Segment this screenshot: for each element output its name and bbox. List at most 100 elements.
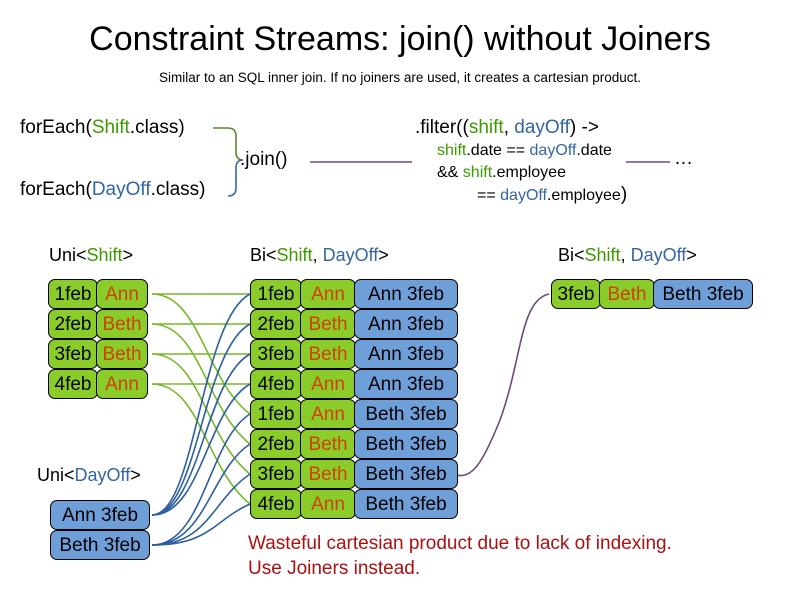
table-row[interactable]: 1feb Ann — [48, 279, 148, 309]
shift-employee: Beth — [300, 429, 356, 459]
caption-bi-middle-post: > — [378, 245, 389, 265]
filter-param-dayoff: dayOff — [514, 117, 570, 138]
shift-employee: Ann — [300, 489, 356, 519]
table-row[interactable]: Beth 3feb — [50, 530, 150, 560]
page-subtitle: Similar to an SQL inner join. If no join… — [159, 70, 641, 85]
caption-uni-dayoff-post: > — [130, 465, 141, 485]
foreach-shift-suffix: .class) — [129, 117, 185, 138]
code-foreach-dayoff: forEach(DayOff.class) — [20, 180, 206, 199]
shift-date: 3feb — [250, 459, 302, 489]
shift-date: 3feb — [551, 279, 601, 309]
caption-uni-dayoff-type: DayOff — [74, 465, 131, 485]
shift-employee: Ann — [300, 369, 356, 399]
caption-uni-shift-pre: Uni< — [49, 245, 87, 265]
filter-close-paren: ) — [620, 184, 628, 205]
table-row[interactable]: 3feb Beth Beth 3feb — [551, 279, 753, 309]
filter-line-3: && shift.employee — [415, 162, 627, 184]
filter-line-4: == dayOff.employee) — [415, 184, 627, 207]
shift-employee: Beth — [300, 309, 356, 339]
filter-and-operator: && — [437, 164, 463, 181]
table-row[interactable]: 3feb Beth Beth 3feb — [250, 459, 458, 489]
shift-employee: Beth — [300, 339, 356, 369]
filter-shift-ref-2: shift — [462, 164, 493, 181]
table-row[interactable]: 3feb Beth — [48, 339, 148, 369]
code-foreach-shift: forEach(Shift.class) — [20, 118, 185, 137]
filter-lambda-arrow: ) -> — [569, 117, 599, 138]
filter-eq-operator: == — [477, 187, 501, 204]
caption-uni-dayoff-pre: Uni< — [37, 465, 75, 485]
filter-shift-ref-1: shift — [437, 142, 467, 159]
filter-shift-employee: .employee — [492, 164, 566, 181]
caption-bi-right-type-b: DayOff — [630, 245, 687, 265]
shift-employee: Ann — [96, 279, 148, 309]
table-row[interactable]: Ann 3feb — [50, 500, 150, 530]
filter-dayoff-date: .date — [576, 142, 612, 159]
table-row[interactable]: 1feb Ann Ann 3feb — [250, 279, 458, 309]
dayoff-fact: Ann 3feb — [354, 369, 458, 399]
filter-dayoff-employee: .employee — [546, 187, 621, 204]
filter-prefix: .filter(( — [415, 117, 469, 138]
foreach-dayoff-suffix: .class) — [150, 179, 206, 200]
caption-bi-right: Bi<Shift, DayOff> — [558, 245, 697, 266]
filter-date-eq: .date == — [466, 142, 530, 159]
caption-uni-dayoff: Uni<DayOff> — [37, 465, 141, 486]
caption-bi-middle-type-a: Shift — [276, 245, 313, 265]
filter-line-1: .filter((shift, dayOff) -> — [415, 117, 599, 138]
caption-bi-middle-comma: , — [312, 245, 323, 265]
shift-date: 4feb — [250, 369, 302, 399]
shift-date: 4feb — [48, 369, 98, 399]
caption-bi-right-post: > — [686, 245, 697, 265]
caption-bi-right-type-a: Shift — [584, 245, 621, 265]
warning-line-2: Use Joiners instead. — [248, 558, 421, 579]
dayoff-fact: Ann 3feb — [354, 309, 458, 339]
table-row[interactable]: 4feb Ann Beth 3feb — [250, 489, 458, 519]
caption-bi-right-pre: Bi< — [558, 245, 585, 265]
dayoff-fact: Ann 3feb — [354, 339, 458, 369]
filter-param-comma: , — [503, 117, 515, 138]
shift-employee: Ann — [96, 369, 148, 399]
dayoff-fact: Beth 3feb — [50, 530, 150, 560]
table-row[interactable]: 2feb Beth — [48, 309, 148, 339]
shift-date: 3feb — [250, 339, 302, 369]
table-row[interactable]: 3feb Beth Ann 3feb — [250, 339, 458, 369]
table-row[interactable]: 4feb Ann — [48, 369, 148, 399]
shift-employee: Beth — [300, 459, 356, 489]
page-title: Constraint Streams: join() without Joine… — [89, 20, 711, 58]
caption-bi-middle-type-b: DayOff — [322, 245, 379, 265]
filter-dayoff-ref-2: dayOff — [500, 187, 547, 204]
warning-note: Wasteful cartesian product due to lack o… — [248, 531, 672, 581]
foreach-shift-prefix: forEach( — [20, 117, 92, 138]
shift-date: 1feb — [250, 279, 302, 309]
dayoff-fact: Ann 3feb — [354, 279, 458, 309]
shift-date: 1feb — [48, 279, 98, 309]
foreach-dayoff-prefix: forEach( — [20, 179, 92, 200]
shift-date: 1feb — [250, 399, 302, 429]
dayoff-fact: Beth 3feb — [354, 429, 458, 459]
pipeline-ellipsis: … — [674, 148, 695, 169]
shift-date: 2feb — [250, 429, 302, 459]
table-row[interactable]: 1feb Ann Beth 3feb — [250, 399, 458, 429]
caption-uni-shift-post: > — [122, 245, 134, 265]
table-row[interactable]: 4feb Ann Ann 3feb — [250, 369, 458, 399]
caption-uni-shift: Uni<Shift> — [49, 245, 133, 266]
shift-date: 4feb — [250, 489, 302, 519]
warning-line-1: Wasteful cartesian product due to lack o… — [248, 533, 672, 554]
code-join-call: .join() — [240, 149, 288, 170]
table-row[interactable]: 2feb Beth Ann 3feb — [250, 309, 458, 339]
caption-bi-middle: Bi<Shift, DayOff> — [250, 245, 389, 266]
filter-dayoff-ref-1: dayOff — [529, 142, 577, 159]
shift-employee: Beth — [96, 309, 148, 339]
dayoff-fact: Beth 3feb — [354, 489, 458, 519]
caption-bi-middle-pre: Bi< — [250, 245, 277, 265]
shift-date: 2feb — [250, 309, 302, 339]
dayoff-fact: Beth 3feb — [653, 279, 753, 309]
shift-employee: Ann — [300, 399, 356, 429]
dayoff-fact: Ann 3feb — [50, 500, 150, 530]
dayoff-fact: Beth 3feb — [354, 459, 458, 489]
filter-line-2: shift.date == dayOff.date — [415, 140, 627, 162]
shift-employee: Beth — [599, 279, 655, 309]
code-filter-call: .filter((shift, dayOff) -> shift.date ==… — [415, 117, 627, 207]
table-row[interactable]: 2feb Beth Beth 3feb — [250, 429, 458, 459]
filter-param-shift: shift — [468, 117, 504, 138]
foreach-shift-type: Shift — [91, 117, 130, 138]
